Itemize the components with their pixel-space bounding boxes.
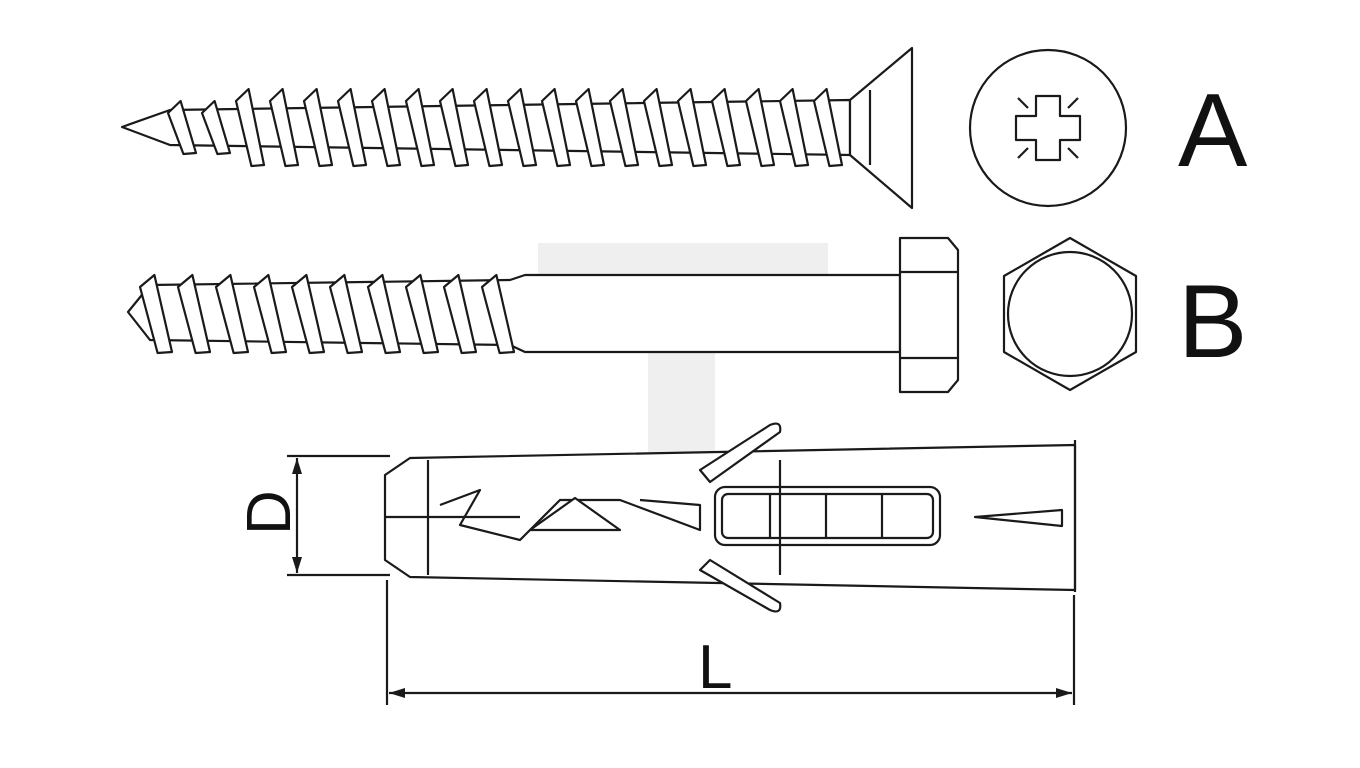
thread-crest [506,87,538,168]
thread-crest [540,87,572,168]
thread-crest [290,273,326,355]
label-b: B [1178,264,1247,380]
thread-crest [744,87,776,168]
thread-crest [336,87,368,168]
thread-crest [200,99,232,156]
label-a: A [1178,73,1248,189]
thread-crest [138,273,174,355]
label-d: D [235,490,304,535]
thread-crest [366,273,402,355]
thread-crest [404,87,436,168]
wood-screw-countersunk [120,46,914,210]
pozidriv-drive-icon [968,48,1128,208]
thread-crest [252,273,288,355]
thread-crest [370,87,402,168]
thread-crest [472,87,504,168]
thread-crest [812,87,844,168]
wall-plug-anchor [383,422,1077,613]
thread-crest [302,87,334,168]
dimension-d [287,454,390,577]
thread-crest [710,87,742,168]
thread-crest [778,87,810,168]
thread-crest [676,87,708,168]
label-l: L [698,633,732,702]
thread-crest [574,87,606,168]
thread-crest [268,87,300,168]
thread-crest [234,87,266,168]
thread-crest [608,87,640,168]
dimension-l [385,580,1076,705]
hex-head-icon [1002,236,1138,392]
thread-crest [166,99,198,156]
thread-crest [642,87,674,168]
thread-crest [480,273,516,355]
thread-crest [442,273,478,355]
thread-crest [176,273,212,355]
hex-lag-screw [126,236,960,394]
thread-crest [328,273,364,355]
thread-crest [404,273,440,355]
thread-crest [214,273,250,355]
thread-crest [438,87,470,168]
